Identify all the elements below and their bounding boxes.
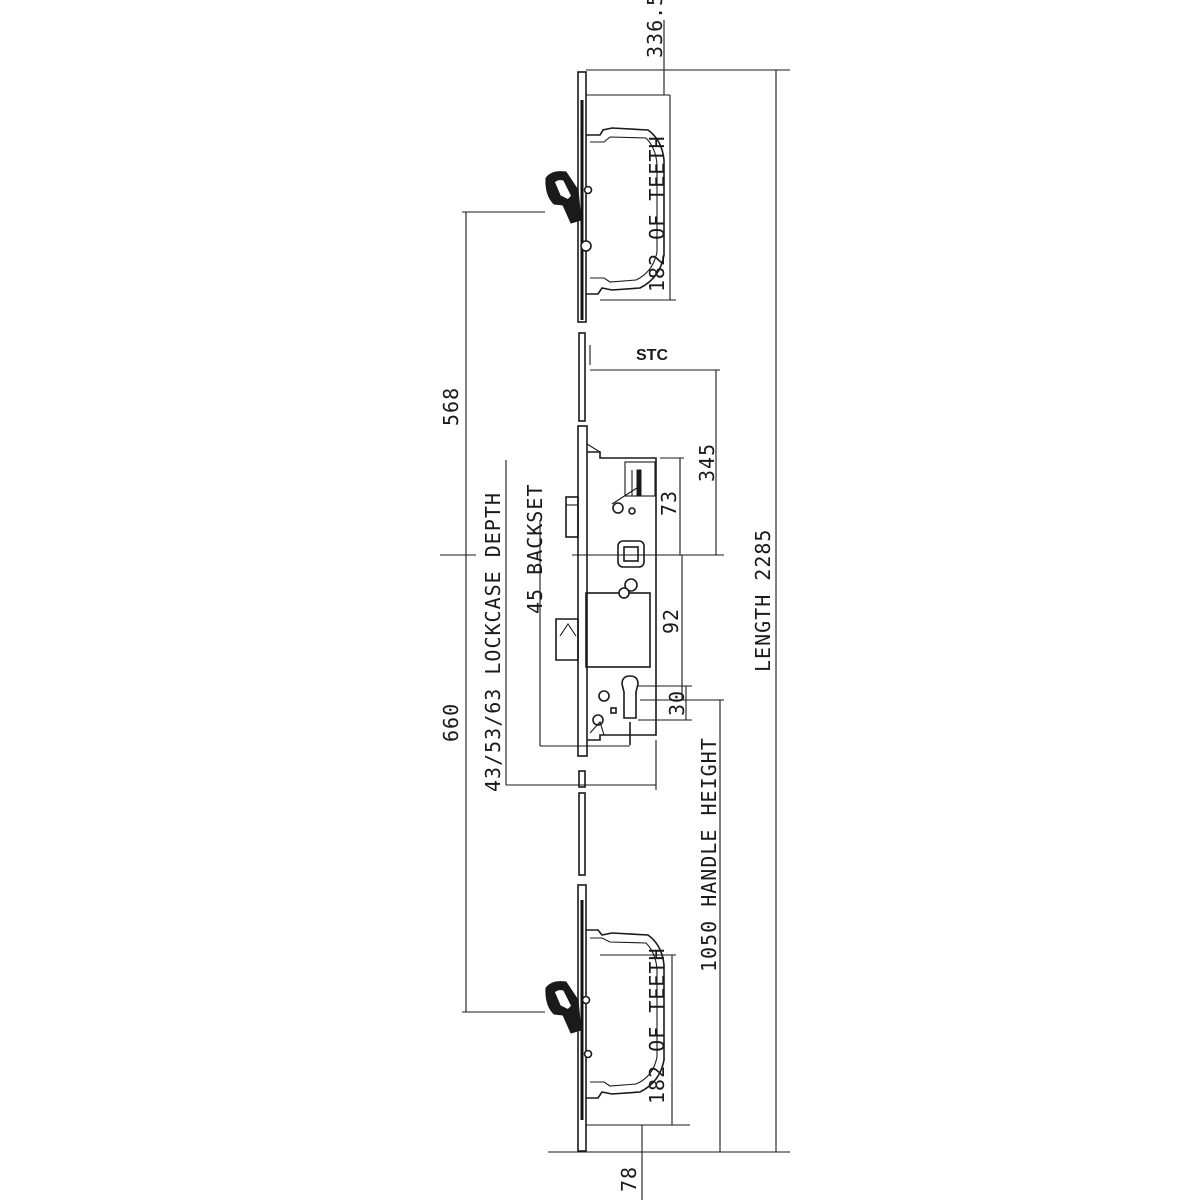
length-label: LENGTH 2285 — [751, 529, 775, 672]
spindle-square — [623, 546, 639, 562]
deadbolt — [555, 618, 579, 661]
lower-hook-housing-inner — [590, 937, 658, 1087]
lockcase-lower-screw — [598, 690, 610, 702]
lockcase-rivet — [628, 507, 636, 515]
backset-label: 45 BACKSET — [523, 484, 547, 614]
dim-73-label: 73 — [657, 490, 681, 516]
rod-lower-segment — [578, 792, 586, 876]
rod-upper-segment — [578, 332, 586, 422]
dim-30-label: 30 — [665, 690, 689, 716]
lower-teeth-label: 182 OF TEETH — [645, 948, 669, 1105]
upper-hook-screw — [580, 240, 592, 252]
faceplate-strip — [577, 71, 588, 1152]
dim-92-label: 92 — [659, 608, 683, 634]
lockcase-body — [587, 451, 657, 741]
lockcase-upper-screw — [612, 502, 624, 514]
latch-bolt — [565, 496, 579, 538]
upper-hook-spacing-label: 568 — [439, 387, 463, 426]
lockcase-spring — [636, 469, 642, 497]
stc-distance-label: 345 — [695, 443, 719, 482]
lockcase-top-bevel — [586, 443, 601, 453]
upper-teeth-label: 182 OF TEETH — [645, 136, 669, 293]
lockcase-latch-arm — [611, 485, 641, 505]
deadbolt-hook-mark — [559, 623, 577, 637]
lockcase — [555, 443, 657, 745]
stc-label: STC — [636, 347, 668, 364]
top-offset-label: 336.5 — [643, 0, 667, 58]
lockcase-lower-lever — [589, 720, 605, 736]
lower-hook-pivot-pin — [581, 995, 591, 1005]
bottom-offset-label: 78 — [617, 1166, 641, 1192]
follower-screw — [624, 578, 638, 592]
deadbolt-screw — [618, 587, 630, 599]
lower-hook-highlight — [553, 988, 573, 1011]
upper-hook-pivot-pin — [583, 185, 593, 195]
lower-hook-housing — [586, 929, 665, 1099]
upper-hook-housing-inner — [590, 136, 658, 283]
lockcase-depth-label: 43/53/63 LOCKCASE DEPTH — [481, 492, 505, 792]
handle-height-label: 1050 HANDLE HEIGHT — [697, 737, 721, 972]
deadbolt-block — [585, 592, 651, 668]
upper-hook-highlight — [553, 178, 573, 201]
rod-lower-link — [578, 770, 586, 788]
upper-hook-assembly — [545, 100, 665, 295]
lower-hook-assembly — [545, 929, 665, 1099]
cylinder-profile — [621, 675, 639, 719]
lower-hook-screw — [583, 1049, 593, 1059]
upper-hook-housing — [586, 127, 665, 295]
faceplate-lockcase-segment — [577, 425, 588, 757]
lockcase-small-square — [610, 707, 617, 714]
lower-hook-spacing-label: 660 — [439, 703, 463, 742]
